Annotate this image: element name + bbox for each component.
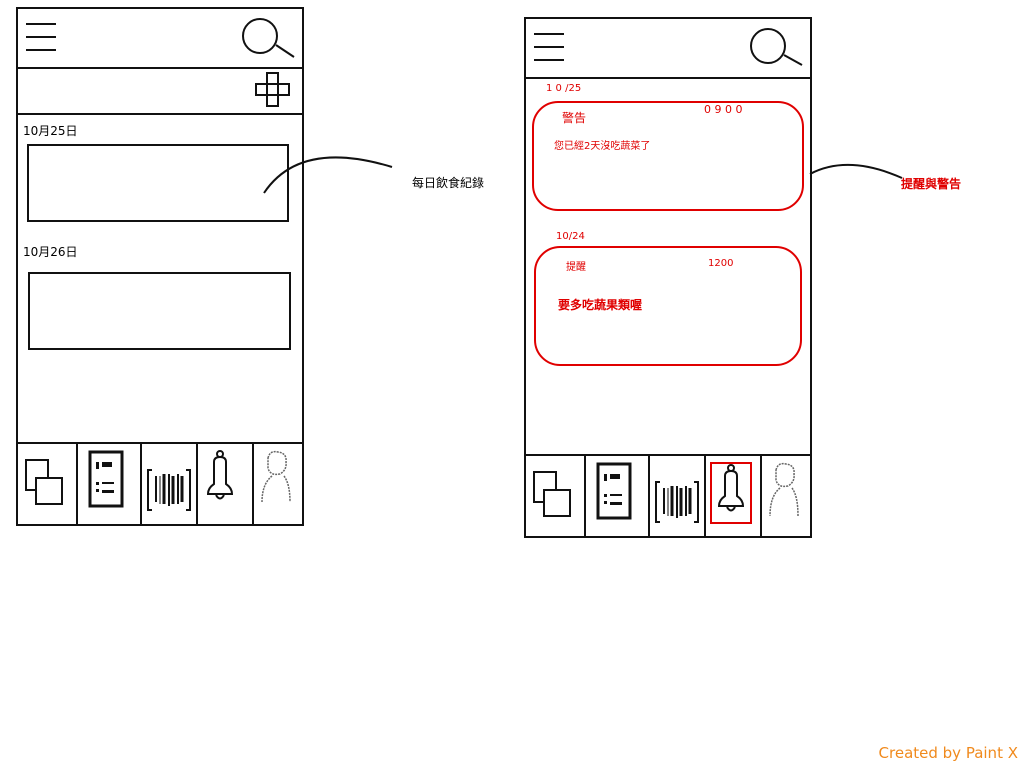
menu-icon[interactable] [26, 21, 56, 55]
warning-card[interactable]: 警告 0 9 0 0 您已經2天沒吃蔬菜了 [532, 101, 804, 211]
notification-time: 1200 [708, 258, 734, 269]
person-icon [261, 450, 291, 503]
photos-icon [25, 459, 63, 505]
notification-message: 您已經2天沒吃蔬菜了 [554, 141, 651, 152]
barcode-icon [655, 481, 699, 523]
top-bar [18, 9, 302, 69]
annotation-label: 每日飲食紀錄 [412, 176, 485, 190]
notification-type: 警告 [562, 111, 587, 125]
annotation-curve [809, 164, 903, 179]
tab-record[interactable] [586, 456, 650, 536]
annotation-label: 提醒與警告 [901, 177, 962, 191]
record-card-icon [88, 450, 124, 508]
tab-barcode[interactable] [142, 444, 198, 524]
notification-message: 要多吃蔬果類喔 [558, 298, 643, 312]
right-phone-frame: 1 0 /25 警告 0 9 0 0 您已經2天沒吃蔬菜了 10/24 提醒 1… [524, 17, 812, 538]
notification-type: 提醒 [566, 262, 586, 273]
menu-icon[interactable] [534, 31, 564, 65]
photos-icon [533, 471, 571, 517]
barcode-icon [147, 469, 191, 511]
tab-photos[interactable] [18, 444, 78, 524]
notification-date: 1 0 /25 [546, 83, 582, 94]
tab-profile[interactable] [762, 456, 810, 536]
top-bar [526, 19, 810, 79]
entry-date: 10月25日 [23, 124, 78, 138]
diet-record-box[interactable] [27, 144, 289, 222]
search-icon[interactable] [748, 25, 808, 71]
bottom-tab-bar [526, 454, 810, 536]
bottom-tab-bar [18, 442, 302, 524]
annotation-curve [263, 156, 393, 194]
bell-icon [717, 464, 745, 512]
reminder-card[interactable]: 提醒 1200 要多吃蔬果類喔 [534, 246, 802, 366]
action-bar [18, 67, 302, 115]
record-card-icon [596, 462, 632, 520]
notification-date: 10/24 [556, 231, 585, 242]
tab-photos[interactable] [526, 456, 586, 536]
search-icon[interactable] [240, 15, 300, 61]
person-icon [769, 462, 799, 517]
tab-notifications-active[interactable] [706, 456, 762, 536]
tab-barcode[interactable] [650, 456, 706, 536]
left-phone-frame: 10月25日 10月26日 [16, 7, 304, 526]
bell-icon [206, 450, 234, 500]
active-tab-highlight [710, 462, 752, 524]
tab-notifications[interactable] [198, 444, 254, 524]
notification-time: 0 9 0 0 [704, 103, 743, 116]
tab-profile[interactable] [254, 444, 302, 524]
watermark-text: Created by Paint X [878, 744, 1018, 762]
entry-date: 10月26日 [23, 245, 78, 259]
tab-record[interactable] [78, 444, 142, 524]
add-entry-icon[interactable] [254, 71, 292, 109]
diet-record-box[interactable] [28, 272, 291, 350]
